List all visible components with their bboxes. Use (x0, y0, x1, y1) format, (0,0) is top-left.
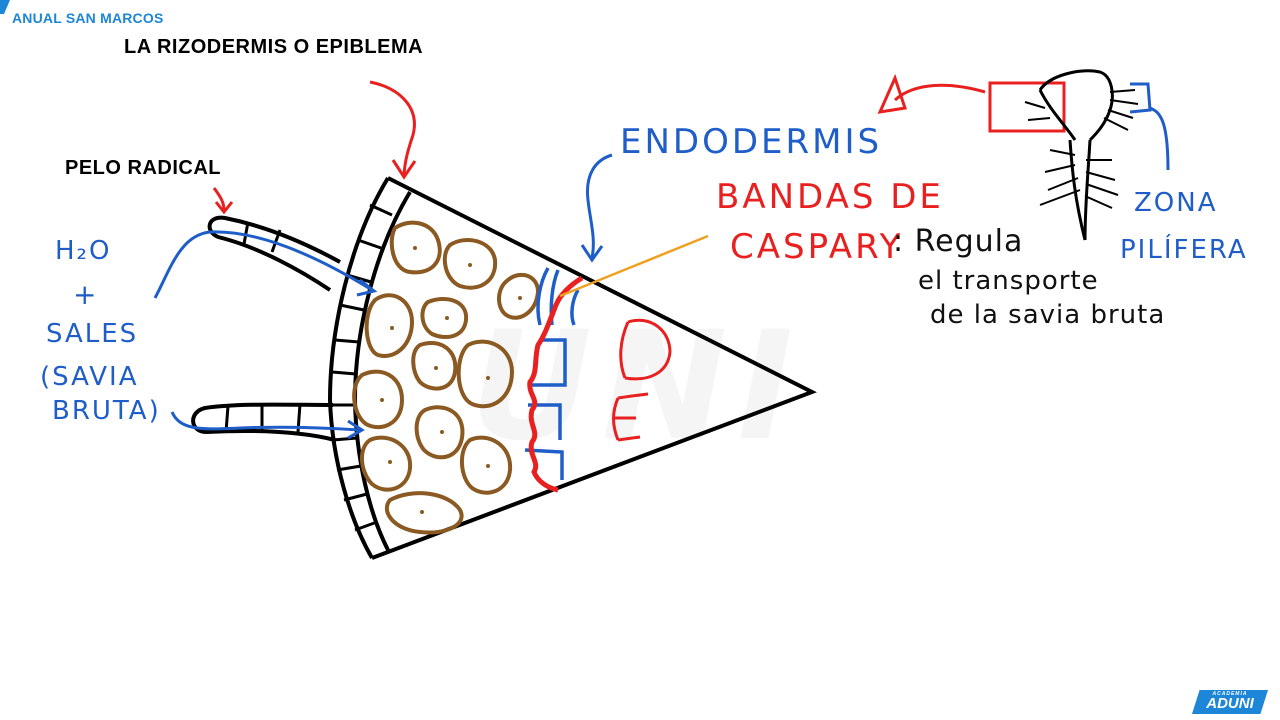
logo-academia-text: ACADEMIA (1213, 691, 1248, 697)
epidermis-outer-edge (330, 178, 388, 558)
cortex-cells (354, 223, 538, 533)
aduni-logo: ACADEMIA ADUNI (1192, 690, 1268, 714)
logo-aduni-text: ADUNI (1206, 695, 1254, 712)
root-hair-top (210, 218, 340, 290)
endodermis-arrow (587, 155, 612, 258)
root-hair-bottom (193, 405, 335, 440)
water-arrow-top (155, 232, 372, 298)
phloem-sketch-e (614, 394, 649, 440)
root-tip-icon (880, 71, 1168, 240)
xylem-sketch-d (621, 320, 670, 379)
